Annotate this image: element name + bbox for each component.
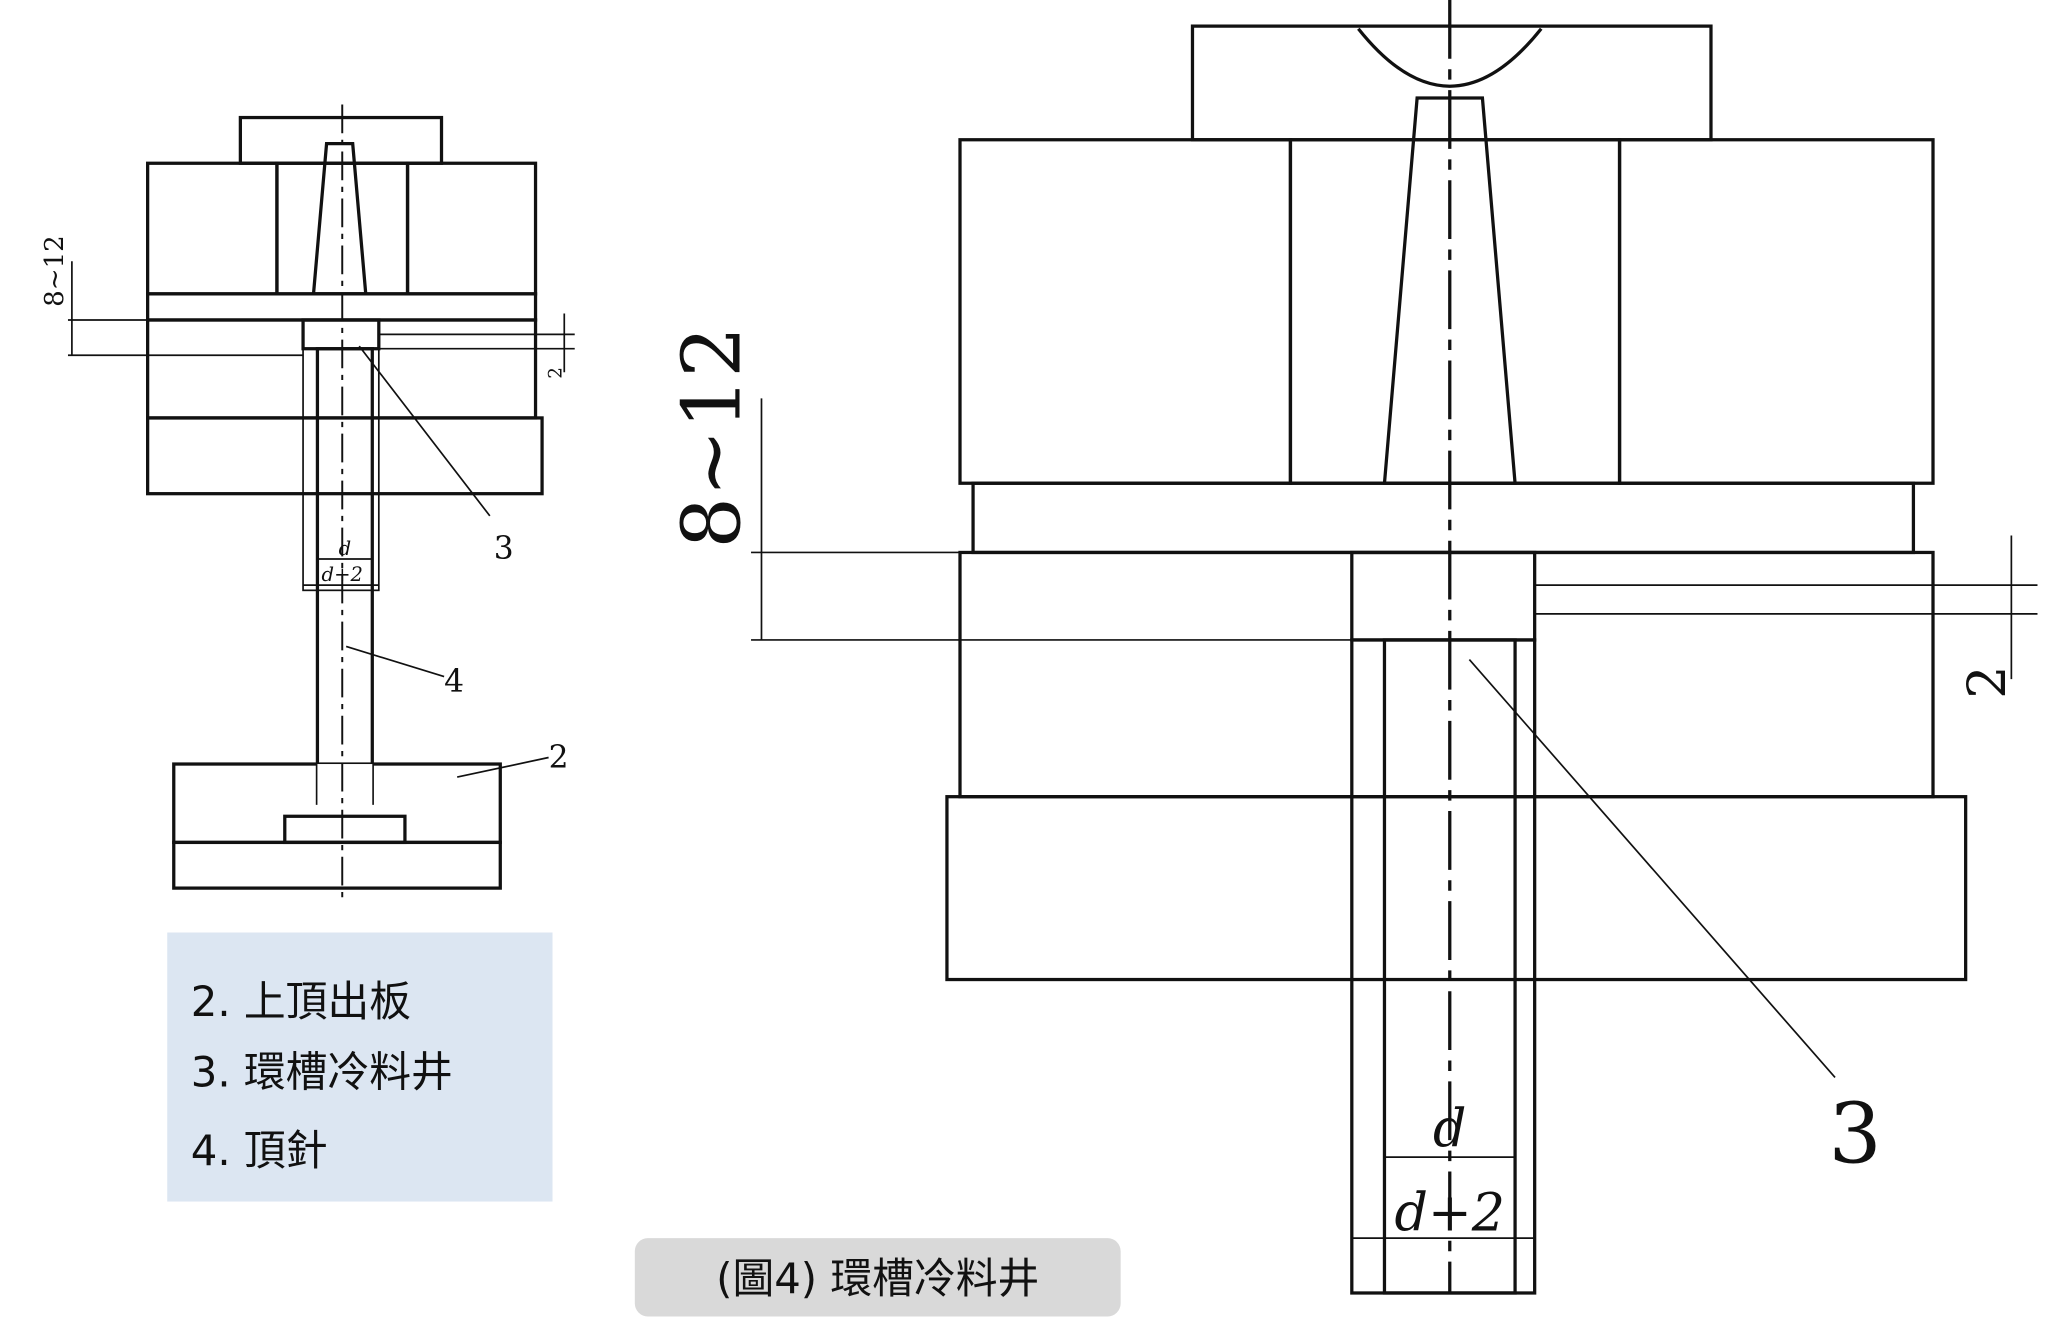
- dimension-label: d: [339, 537, 352, 560]
- dimension-label: 8~12: [665, 326, 759, 548]
- sprue-channel: [311, 142, 368, 296]
- legend-item: 3. 環槽冷料井: [191, 1048, 453, 1097]
- dimension-label: d: [1433, 1100, 1466, 1160]
- upper-plate-right: [405, 161, 538, 296]
- runner: [971, 481, 1916, 555]
- mold-plate: [958, 550, 1935, 799]
- upper-plate-left: [146, 161, 279, 296]
- legend-item: 2. 上頂出板: [191, 977, 411, 1026]
- legend: 2. 上頂出板 3. 環槽冷料井 4. 頂針: [167, 932, 553, 1202]
- large-diagram: 8~12 2 d d+2 3: [665, 0, 2038, 1295]
- small-diagram: 8~12 2 d d+2 3 4 2: [40, 104, 575, 904]
- pin-head: [283, 814, 407, 845]
- lower-plate: [146, 416, 544, 496]
- upper-plate-left: [958, 138, 1293, 485]
- cold-slug-well: [301, 318, 381, 351]
- callout-2: 2: [549, 740, 569, 776]
- legend-item: 4. 頂針: [191, 1126, 328, 1175]
- dimension-label: d+2: [322, 563, 363, 586]
- figure-caption: (圖4) 環槽冷料井: [634, 1238, 1121, 1317]
- callout-4: 4: [444, 664, 464, 700]
- upper-plate-right: [1617, 138, 1935, 485]
- dimension-label: 8~12: [40, 235, 70, 307]
- dimension-label: 2: [1958, 665, 2018, 698]
- cold-slug-well: [1350, 550, 1537, 642]
- lower-ejector-plate: [172, 840, 502, 890]
- callout-3: 3: [1829, 1084, 1882, 1182]
- lower-plate: [945, 795, 1968, 982]
- caption-text: (圖4) 環槽冷料井: [716, 1254, 1039, 1303]
- sprue-bushing: [1288, 138, 1622, 485]
- dimension-label: 2: [546, 367, 567, 379]
- dimension-label: d+2: [1395, 1183, 1505, 1243]
- callout-3: 3: [494, 531, 514, 567]
- sprue-bushing-top: [238, 115, 444, 165]
